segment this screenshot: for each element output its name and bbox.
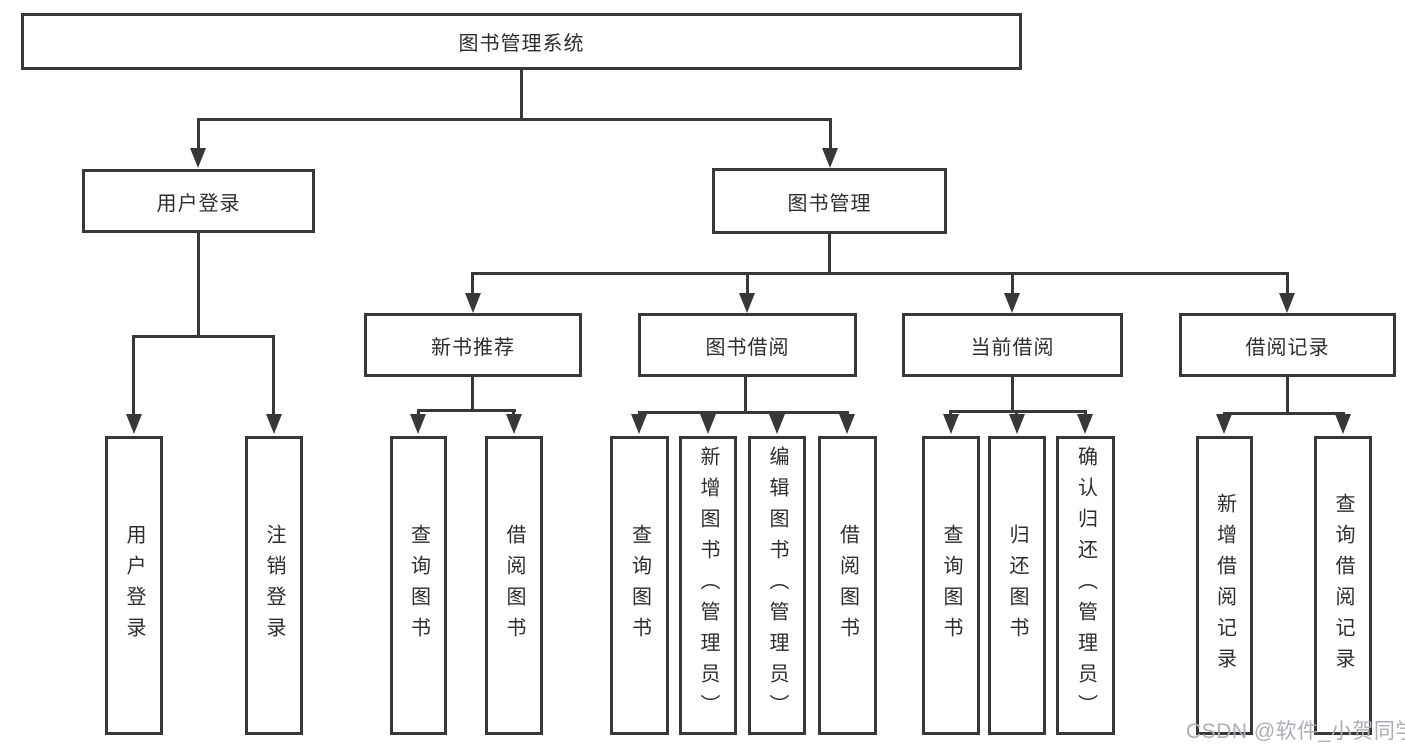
leaf-query-books-recommend: 查询图书 <box>390 436 447 735</box>
arrow-down-icon <box>266 414 282 434</box>
leaf-label: 查询图书 <box>407 523 430 648</box>
arrow-down-icon <box>1009 414 1025 434</box>
leaf-return-books: 归还图书 <box>988 436 1046 735</box>
connector-line <box>638 411 849 414</box>
arrow-down-icon <box>506 414 522 434</box>
connector-line <box>1286 272 1289 296</box>
leaf-label: 借阅图书 <box>503 523 525 648</box>
arrow-down-icon <box>631 414 647 434</box>
leaf-label: 确认归还（管理员） <box>1074 446 1097 725</box>
connector-line <box>471 272 474 296</box>
arrow-down-icon <box>839 414 855 434</box>
leaf-logout: 注销登录 <box>245 436 303 735</box>
arrow-down-icon <box>465 293 481 313</box>
connector-line <box>197 233 200 335</box>
connector-line <box>520 70 523 118</box>
node-current-borrow: 当前借阅 <box>902 313 1123 377</box>
connector-line <box>132 335 275 338</box>
node-borrow-records-label: 借阅记录 <box>1245 336 1330 359</box>
arrow-down-icon <box>1335 414 1351 434</box>
leaf-borrow-books: 借阅图书 <box>818 436 877 735</box>
leaf-label: 归还图书 <box>1006 523 1028 648</box>
connector-line <box>417 409 420 418</box>
arrow-down-icon <box>126 414 142 434</box>
arrow-down-icon <box>943 414 959 434</box>
leaf-query-borrow-record: 查询借阅记录 <box>1314 436 1372 735</box>
node-new-book-recommend-label: 新书推荐 <box>431 336 515 359</box>
leaf-label: 用户登录 <box>123 523 145 648</box>
connector-line <box>197 118 832 121</box>
node-user-login-label: 用户登录 <box>156 192 241 215</box>
leaf-label: 注销登录 <box>263 523 285 648</box>
arrow-down-icon <box>822 148 838 168</box>
node-book-management-label: 图书管理 <box>787 192 872 215</box>
leaf-label: 新增借阅记录 <box>1213 492 1236 679</box>
node-root: 图书管理系统 <box>21 13 1022 70</box>
arrow-down-icon <box>769 414 785 434</box>
leaf-add-books-admin: 新增图书（管理员） <box>679 436 737 735</box>
connector-line <box>272 335 275 416</box>
arrow-down-icon <box>1077 414 1093 434</box>
leaf-user-login: 用户登录 <box>105 436 163 735</box>
node-book-management: 图书管理 <box>712 168 947 234</box>
connector-line <box>828 234 831 272</box>
connector-line <box>744 377 747 411</box>
arrow-down-icon <box>700 414 716 434</box>
connector-line <box>949 410 1087 413</box>
node-user-login: 用户登录 <box>82 169 315 233</box>
connector-line <box>746 272 749 296</box>
arrow-down-icon <box>1004 293 1020 313</box>
leaf-label: 借阅图书 <box>836 523 859 648</box>
connector-line <box>1011 272 1014 296</box>
connector-line <box>1223 412 1345 415</box>
leaf-query-books-current: 查询图书 <box>922 436 980 735</box>
connector-line <box>471 377 474 409</box>
leaf-label: 查询图书 <box>940 523 962 648</box>
leaf-label: 编辑图书（管理员） <box>766 446 788 725</box>
leaf-label: 新增图书（管理员） <box>697 446 719 725</box>
leaf-confirm-return-admin: 确认归还（管理员） <box>1056 436 1115 735</box>
connector-line <box>132 335 135 416</box>
connector-line <box>1286 377 1289 412</box>
csdn-watermark: CSDN @软件_小贺同学 <box>1186 720 1405 743</box>
node-current-borrow-label: 当前借阅 <box>970 336 1055 359</box>
arrow-down-icon <box>1216 414 1232 434</box>
leaf-add-borrow-record: 新增借阅记录 <box>1196 436 1253 735</box>
connector-line <box>512 409 515 418</box>
leaf-label: 查询图书 <box>628 523 651 648</box>
node-new-book-recommend: 新书推荐 <box>364 313 582 377</box>
arrow-down-icon <box>190 148 206 168</box>
node-root-label: 图书管理系统 <box>458 33 585 55</box>
node-book-borrow: 图书借阅 <box>638 313 857 377</box>
arrow-down-icon <box>739 293 755 313</box>
connector-line <box>1011 377 1014 410</box>
leaf-borrow-books-recommend: 借阅图书 <box>485 436 543 735</box>
node-book-borrow-label: 图书借阅 <box>705 336 790 359</box>
connector-line <box>197 118 200 152</box>
connector-line <box>471 272 1289 275</box>
arrow-down-icon <box>1279 293 1295 313</box>
leaf-query-books-borrow: 查询图书 <box>610 436 669 735</box>
leaf-label: 查询借阅记录 <box>1332 492 1354 679</box>
arrow-down-icon <box>410 414 426 434</box>
connector-line <box>417 409 516 412</box>
connector-line <box>829 118 832 152</box>
node-borrow-records: 借阅记录 <box>1179 313 1396 377</box>
leaf-edit-books-admin: 编辑图书（管理员） <box>748 436 806 735</box>
